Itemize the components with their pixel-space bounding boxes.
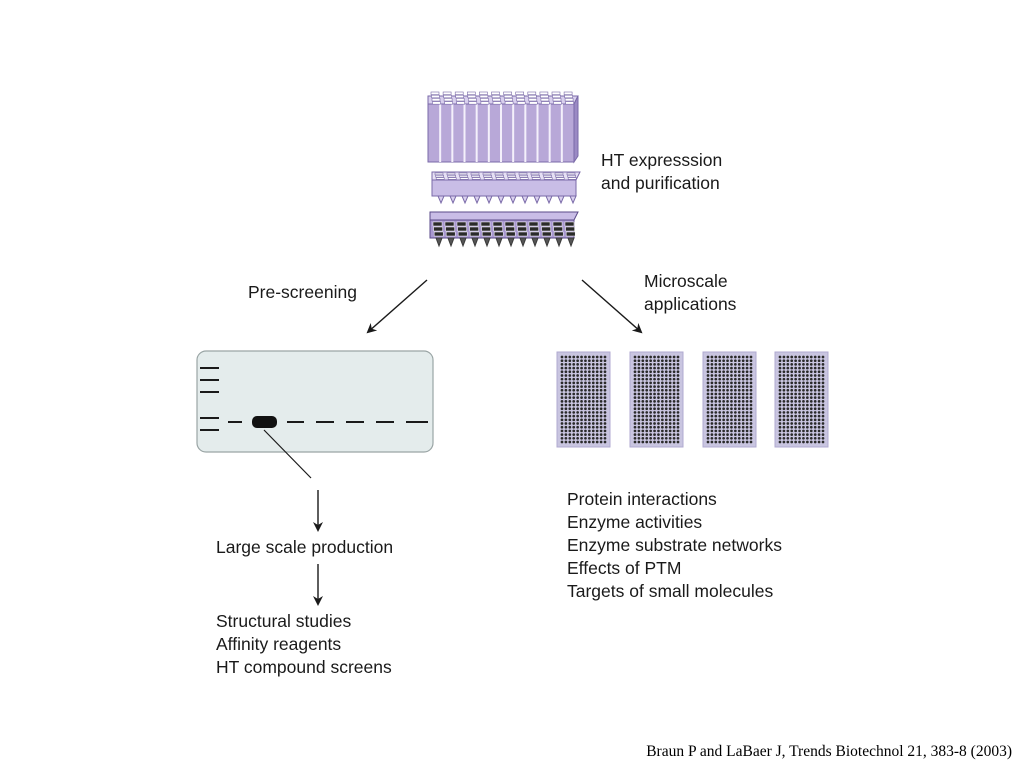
microscale-label: Microscale applications	[644, 270, 736, 316]
left-outcomes-list: Structural studies Affinity reagents HT …	[216, 610, 392, 679]
arrow-to-prescreening	[366, 279, 428, 334]
filter-plate	[431, 171, 581, 205]
top-label-line-2: and purification	[601, 173, 720, 193]
deep-well-block	[427, 91, 579, 164]
arrow-to-microscale	[581, 279, 643, 334]
protein-array-3	[702, 351, 757, 448]
citation: Braun P and LaBaer J, Trends Biotechnol …	[646, 743, 1012, 760]
collection-plate	[429, 211, 579, 248]
list-item: Enzyme activities	[567, 512, 703, 532]
list-item: Structural studies	[216, 611, 352, 631]
list-item: Enzyme substrate networks	[567, 535, 782, 555]
list-item: Effects of PTM	[567, 558, 682, 578]
list-item: Targets of small molecules	[567, 581, 774, 601]
right-outcomes-list: Protein interactions Enzyme activities E…	[567, 488, 782, 603]
protein-array-4	[774, 351, 829, 448]
top-label-line-1: HT expresssion	[601, 150, 723, 170]
list-item: Protein interactions	[567, 489, 717, 509]
large-scale-label: Large scale production	[216, 537, 394, 557]
selected-band	[252, 416, 277, 428]
gel-illustration	[196, 350, 434, 479]
list-item: HT compound screens	[216, 657, 392, 677]
top-label: HT expresssion and purification	[601, 149, 722, 195]
protein-arrays	[556, 351, 829, 448]
protein-array-2	[629, 351, 684, 448]
microscale-label-line-2: applications	[644, 294, 737, 314]
microscale-label-line-1: Microscale	[644, 271, 728, 291]
prescreening-label: Pre-screening	[248, 282, 357, 302]
band-pointer-line	[263, 429, 312, 479]
protein-array-1	[556, 351, 611, 448]
list-item: Affinity reagents	[216, 634, 342, 654]
plate-stack-illustration	[427, 91, 581, 248]
ladder-bands	[200, 367, 219, 431]
